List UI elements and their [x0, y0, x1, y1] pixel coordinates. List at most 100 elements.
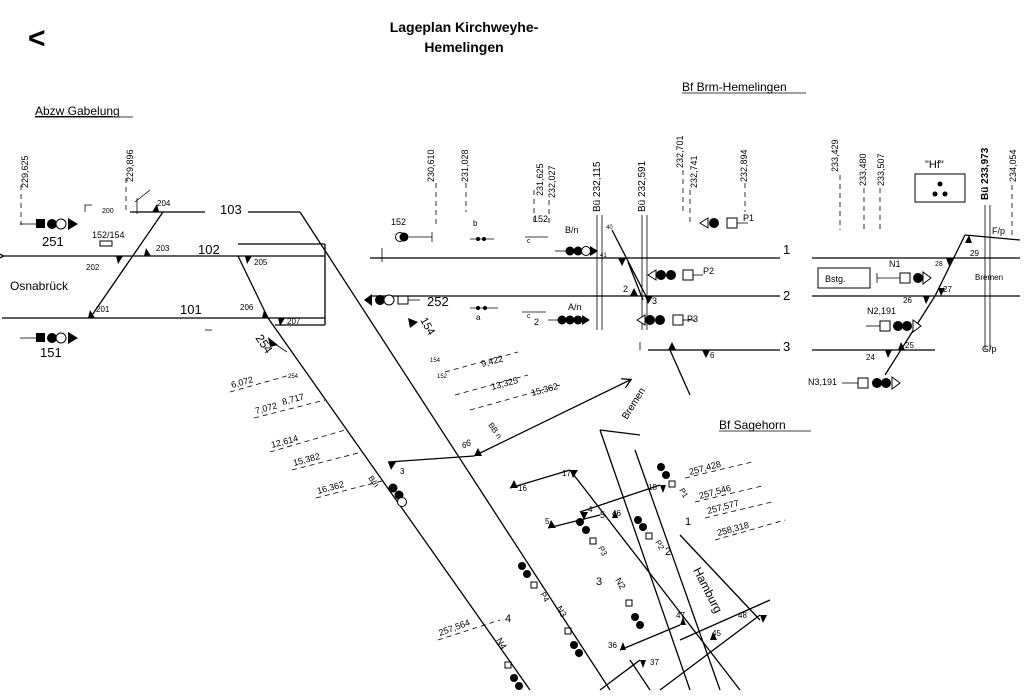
page-title: Lageplan Kirchweyhe- [390, 19, 539, 35]
km-229896: 229,896 [125, 149, 135, 182]
switch-203-marker [144, 248, 151, 256]
track-main-diagonal [299, 211, 611, 691]
crossing-mark [134, 189, 151, 203]
track-to-bremen [473, 380, 630, 457]
back-button[interactable]: < [28, 22, 46, 55]
km-marker [444, 351, 519, 373]
track-label-2: 2 [783, 288, 790, 303]
level-crossings: Bü 232,115 Bü 232,591 Bü 233,973 [592, 147, 991, 350]
signal-N2s-label: N2 [613, 576, 627, 591]
connector-37 [599, 659, 641, 691]
switch-2: 2 [623, 284, 628, 294]
switch-48: 48 [738, 611, 747, 620]
signal-N2[interactable] [866, 319, 922, 333]
signal-251[interactable] [20, 218, 78, 230]
connector-36 [619, 624, 681, 651]
km-15362b: 15,362 [530, 381, 559, 398]
switch-204-marker [152, 204, 159, 212]
switch-29: 29 [970, 249, 979, 258]
track-label-103: 103 [220, 202, 242, 217]
signal-152b-label: 152 [533, 214, 548, 224]
track-label-101: 101 [180, 302, 202, 317]
signal-152-154-label: 152/154 [92, 230, 125, 240]
signal-252[interactable] [364, 294, 420, 306]
switch-46: 46 [612, 509, 621, 518]
signal-P3[interactable] [636, 314, 695, 326]
hemelingen-km-markers: 230,610 231,028 231,625 232,027 232,701 … [426, 135, 1018, 240]
signal-P1s[interactable] [657, 463, 676, 488]
switch-25: 25 [905, 341, 914, 350]
hemelingen-tracks [370, 229, 1021, 396]
track-sagehorn-3 [569, 469, 741, 691]
switch-37: 37 [650, 658, 659, 667]
signal-N4s[interactable] [504, 661, 523, 690]
km-marker [684, 461, 753, 479]
signal-Bn[interactable] [555, 246, 598, 256]
switch-24: 24 [866, 353, 875, 362]
signal-P2s[interactable] [634, 516, 653, 540]
switch-202: 202 [86, 263, 100, 272]
switch-203: 203 [156, 244, 170, 253]
track-label-3: 3 [783, 339, 790, 354]
signal-N3s[interactable] [564, 627, 583, 657]
signal-N1[interactable] [876, 271, 932, 285]
switch-206-marker [262, 310, 269, 318]
switch-3b: 3 [400, 467, 405, 476]
signal-P2[interactable] [647, 269, 703, 281]
signal-P4s[interactable] [518, 562, 538, 589]
switch-6b: 6 [462, 441, 467, 450]
hf-dot [932, 191, 938, 197]
km-234054: 234,054 [1008, 149, 1018, 182]
signal-a-label: a [476, 313, 481, 322]
switch-26: 26 [903, 296, 912, 305]
signal-154[interactable] [408, 318, 418, 328]
switch-41: 41 [600, 253, 607, 259]
switch-207-marker [278, 318, 285, 326]
signal-P3s-label: P3 [596, 545, 609, 558]
signal-P1[interactable] [699, 217, 748, 229]
km-232894: 232,894 [739, 149, 749, 182]
signal-254[interactable] [268, 337, 288, 353]
switch-3: 3 [652, 296, 657, 306]
switch-204: 204 [157, 199, 171, 208]
switch-40: 40 [606, 225, 613, 231]
connector-3-6 [387, 455, 475, 463]
km-marker [291, 451, 363, 471]
signal-a[interactable] [470, 306, 498, 310]
switch-206: 206 [240, 303, 254, 312]
switch-201-marker [88, 310, 95, 318]
switch-202-marker [116, 256, 123, 264]
km-marker [694, 485, 763, 503]
km-229625: 229,625 [20, 155, 30, 188]
direction-hamburg: Hamburg [690, 565, 725, 615]
signal-N2s[interactable] [625, 599, 644, 629]
signal-P2-label: P2 [703, 266, 714, 276]
connector-27-24 [884, 295, 936, 376]
signal-BBn: BB n [486, 421, 503, 440]
km-12614: 12,614 [270, 433, 299, 450]
signal-P3s[interactable] [576, 518, 597, 545]
signal-b[interactable] [470, 237, 494, 241]
signal-N3s-label: N3 [554, 604, 568, 619]
signal-An[interactable] [548, 315, 590, 325]
signal-252-label: 252 [427, 294, 449, 309]
signal-Bn2-heads[interactable] [388, 483, 407, 507]
signal-N3[interactable] [842, 376, 901, 390]
signal-151[interactable] [20, 332, 78, 344]
connector-top [599, 429, 641, 436]
km-257564: 257,564 [437, 617, 471, 638]
connector-5 [547, 514, 601, 529]
signal-P1s-label: P1 [677, 487, 690, 500]
km-6072: 6,072 [230, 374, 254, 389]
switch-18: 18 [648, 483, 657, 492]
gabelung-switches: 204 203 202 201 205 206 207 200 [86, 199, 301, 326]
signal-152[interactable] [395, 232, 433, 242]
signal-152-154[interactable] [99, 240, 113, 247]
hf-dot [942, 191, 948, 197]
signal-251-label: 251 [42, 234, 64, 249]
km-marker [229, 374, 291, 393]
bstg-label: Bstg. [825, 274, 846, 284]
km-marker [253, 399, 326, 419]
station-gabelung: Abzw Gabelung [35, 104, 120, 118]
